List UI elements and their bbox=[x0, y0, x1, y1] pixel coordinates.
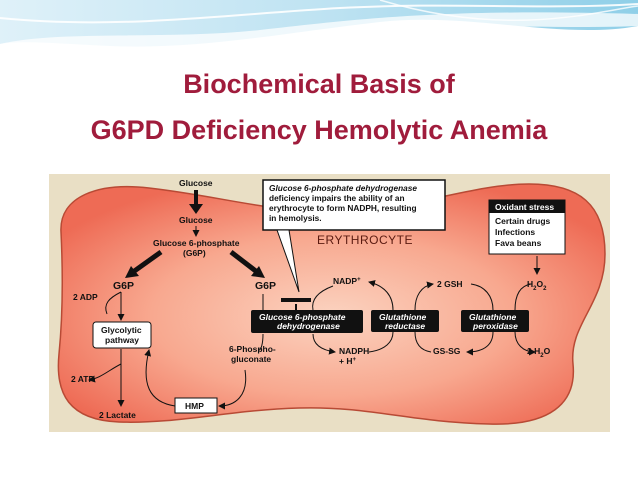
h2o2-label: H2O2 bbox=[527, 279, 547, 292]
g6p-label-line2: (G6P) bbox=[183, 248, 206, 258]
glucose-uptake-arrowhead bbox=[189, 204, 203, 214]
gp-enzyme-line1: Glutathione bbox=[469, 312, 516, 322]
header-wave-decoration bbox=[0, 0, 638, 52]
h-plus-label: + H+ bbox=[339, 356, 356, 366]
gsh-label: 2 GSH bbox=[437, 279, 463, 289]
lactate-label: 2 Lactate bbox=[99, 410, 136, 420]
gr-enzyme-line2: reductase bbox=[385, 321, 425, 331]
g6pd-to-gluconate-line bbox=[258, 333, 264, 351]
atp-curve bbox=[88, 363, 122, 383]
nadph-label: NADPH bbox=[339, 346, 369, 356]
oxidant-stress-header: Oxidant stress bbox=[495, 202, 554, 212]
gp-to-gssg-curve bbox=[466, 331, 494, 356]
g6pd-to-nadph-curve bbox=[312, 333, 336, 355]
gr-enzyme-line1: Glutathione bbox=[379, 312, 426, 322]
gr-to-nadp-curve bbox=[368, 280, 394, 311]
glycolytic-label-line2: pathway bbox=[105, 335, 139, 345]
callout-line3: erythrocyte to form NADPH, resulting bbox=[269, 203, 417, 213]
g6pd-enzyme-box bbox=[251, 310, 363, 333]
gluconate-to-hmp-arrow bbox=[218, 369, 247, 410]
g6pd-deficiency-callout bbox=[262, 179, 446, 231]
adp-curve bbox=[105, 291, 122, 315]
callout-line2: deficiency impairs the ability of an bbox=[269, 193, 405, 203]
g6p-left-label: G6P bbox=[113, 280, 134, 292]
erythrocyte-label: ERYTHROCYTE bbox=[317, 233, 413, 247]
gssg-to-gr-curve bbox=[414, 331, 432, 353]
h2o2-to-gp-curve bbox=[514, 283, 532, 311]
water-label: 2 H2O bbox=[527, 346, 551, 359]
glutathione-reductase-box bbox=[371, 310, 439, 332]
gp-enzyme-line2: peroxidase bbox=[472, 321, 518, 331]
adp-label: 2 ADP bbox=[73, 292, 98, 302]
callout-pointer bbox=[276, 229, 300, 293]
oxidant-item-drugs: Certain drugs bbox=[495, 216, 551, 226]
atp-label: 2 ATP bbox=[71, 374, 94, 384]
glucose-inside-label: Glucose bbox=[179, 215, 213, 225]
arrow-to-hmp-g6p-head bbox=[251, 266, 265, 278]
phosphogluconate-line2: gluconate bbox=[231, 354, 271, 364]
g6pd-pathway-figure: ERYTHROCYTE Glucose Glucose Glucose 6-ph… bbox=[49, 174, 610, 432]
oxidant-item-infections: Infections bbox=[495, 227, 535, 237]
nadp-to-g6pd-curve bbox=[312, 285, 334, 311]
arrow-to-glycolysis-g6p-head bbox=[125, 266, 139, 278]
callout-line4: in hemolysis. bbox=[269, 213, 322, 223]
slide-title-line-2: G6PD Deficiency Hemolytic Anemia bbox=[90, 115, 548, 145]
gsh-to-gp-curve bbox=[470, 283, 494, 311]
g6pd-enzyme-line2: dehydrogenase bbox=[277, 321, 340, 331]
nadph-to-gr-curve bbox=[368, 331, 394, 353]
glucose-outside-label: Glucose bbox=[179, 178, 213, 188]
glutathione-peroxidase-box bbox=[461, 310, 529, 332]
gssg-label: GS-SG bbox=[433, 346, 461, 356]
g6p-label-line1: Glucose 6-phosphate bbox=[153, 238, 240, 248]
glycolytic-pathway-box bbox=[92, 321, 152, 349]
glycolytic-label-line1: Glycolytic bbox=[101, 325, 142, 335]
g6p-right-label: G6P bbox=[255, 280, 276, 292]
oxidant-item-fava: Fava beans bbox=[495, 238, 542, 248]
g6pd-enzyme-line1: Glucose 6-phosphate bbox=[259, 312, 346, 322]
slide-title-line-1: Biochemical Basis of bbox=[183, 69, 455, 99]
hmp-label: HMP bbox=[185, 401, 204, 411]
oxidant-stress-header-bg bbox=[489, 200, 565, 213]
hmp-to-glycolytic-arrow bbox=[144, 349, 176, 407]
arrow-to-hmp-g6p bbox=[229, 250, 259, 274]
nadp-label: NADP+ bbox=[333, 276, 361, 286]
arrow-to-glycolysis-g6p bbox=[131, 249, 163, 275]
gr-to-gsh-curve bbox=[414, 281, 434, 311]
phosphogluconate-line1: 6-Phospho- bbox=[229, 344, 276, 354]
callout-line1: Glucose 6-phosphate dehydrogenase bbox=[269, 183, 417, 193]
gp-to-water-curve bbox=[514, 331, 536, 356]
pathway-diagram: ERYTHROCYTE Glucose Glucose Glucose 6-ph… bbox=[57, 178, 606, 425]
